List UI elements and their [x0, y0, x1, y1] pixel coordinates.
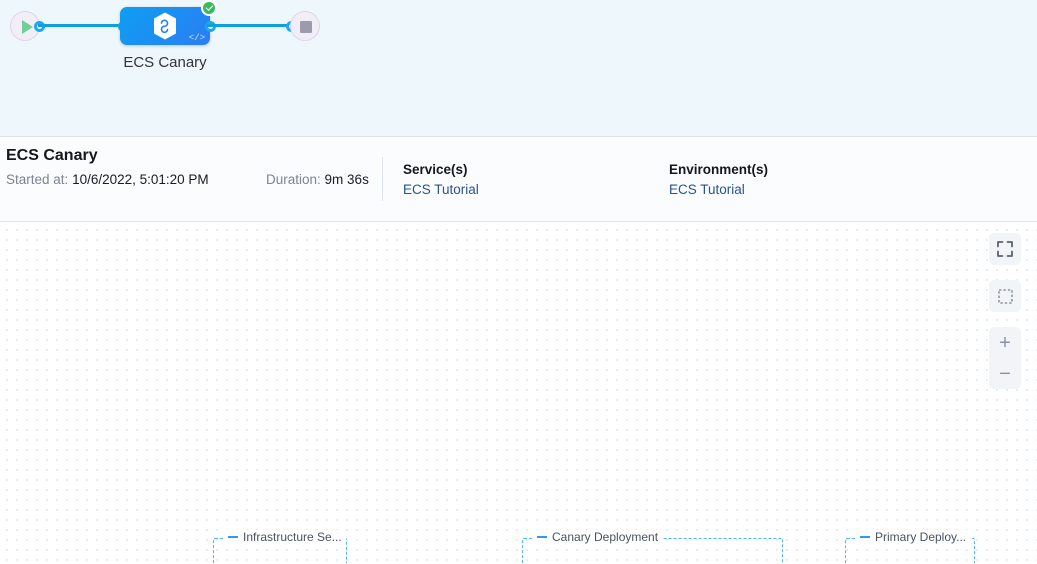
details-divider [382, 157, 383, 201]
zoom-out-button[interactable]: − [999, 362, 1011, 385]
environments-label: Environment(s) [669, 162, 769, 177]
mini-stage-label: ECS Canary [123, 54, 207, 71]
harness-hexagon-icon [154, 12, 176, 40]
pipeline-end-node[interactable] [290, 11, 320, 41]
execution-graph-canvas[interactable]: Infrastructure Se... Canary Deployment P… [0, 222, 1037, 563]
started-at-label: Started at: [6, 172, 69, 187]
services-link[interactable]: ECS Tutorial [403, 182, 479, 197]
group-label-text: Infrastructure Se... [243, 530, 342, 544]
page-title: ECS Canary [6, 147, 98, 164]
collapse-dash-icon [537, 536, 547, 538]
marquee-select-button[interactable] [989, 280, 1021, 312]
play-icon [22, 20, 33, 34]
group-label-primary: Primary Deploy... [856, 530, 971, 544]
collapse-dash-icon [860, 536, 870, 538]
environments-link[interactable]: ECS Tutorial [669, 182, 745, 197]
group-label-infrastructure: Infrastructure Se... [224, 530, 346, 544]
mini-pipeline-strip: </> ECS Canary [0, 0, 1037, 136]
group-label-text: Primary Deploy... [875, 530, 967, 544]
zoom-controls[interactable]: + − [989, 327, 1021, 389]
duration-row: Duration: 9m 36s [266, 172, 369, 187]
group-label-canary: Canary Deployment [533, 530, 663, 544]
code-tag-icon: </> [188, 33, 205, 43]
duration-label: Duration: [266, 172, 321, 187]
environments-column: Environment(s) ECS Tutorial [669, 162, 768, 197]
zoom-in-button[interactable]: + [999, 331, 1011, 354]
collapse-dash-icon [228, 536, 238, 538]
fit-screen-icon [997, 241, 1013, 257]
group-canary-deployment[interactable]: Canary Deployment [522, 530, 783, 563]
group-label-text: Canary Deployment [552, 530, 659, 544]
started-at-value: 10/6/2022, 5:01:20 PM [72, 172, 209, 187]
services-label: Service(s) [403, 162, 468, 177]
status-badge-success [201, 0, 217, 16]
marquee-select-icon [997, 288, 1013, 304]
fit-to-screen-button[interactable] [989, 233, 1021, 265]
mini-edge-start-to-stage [38, 24, 124, 27]
mini-edge-stage-to-end [206, 24, 292, 27]
mini-stage-node-ecs-canary[interactable]: </> [120, 0, 217, 45]
services-column: Service(s) ECS Tutorial [403, 162, 479, 197]
status-badge-success [138, 561, 154, 563]
execution-details-bar: ECS Canary Started at: 10/6/2022, 5:01:2… [0, 136, 1037, 222]
duration-value: 9m 36s [324, 172, 369, 187]
group-infrastructure-section[interactable]: Infrastructure Se... [213, 530, 347, 563]
stop-icon [300, 21, 312, 33]
started-at-row: Started at: 10/6/2022, 5:01:20 PM [6, 172, 209, 187]
group-primary-deployment[interactable]: Primary Deploy... [845, 530, 975, 563]
